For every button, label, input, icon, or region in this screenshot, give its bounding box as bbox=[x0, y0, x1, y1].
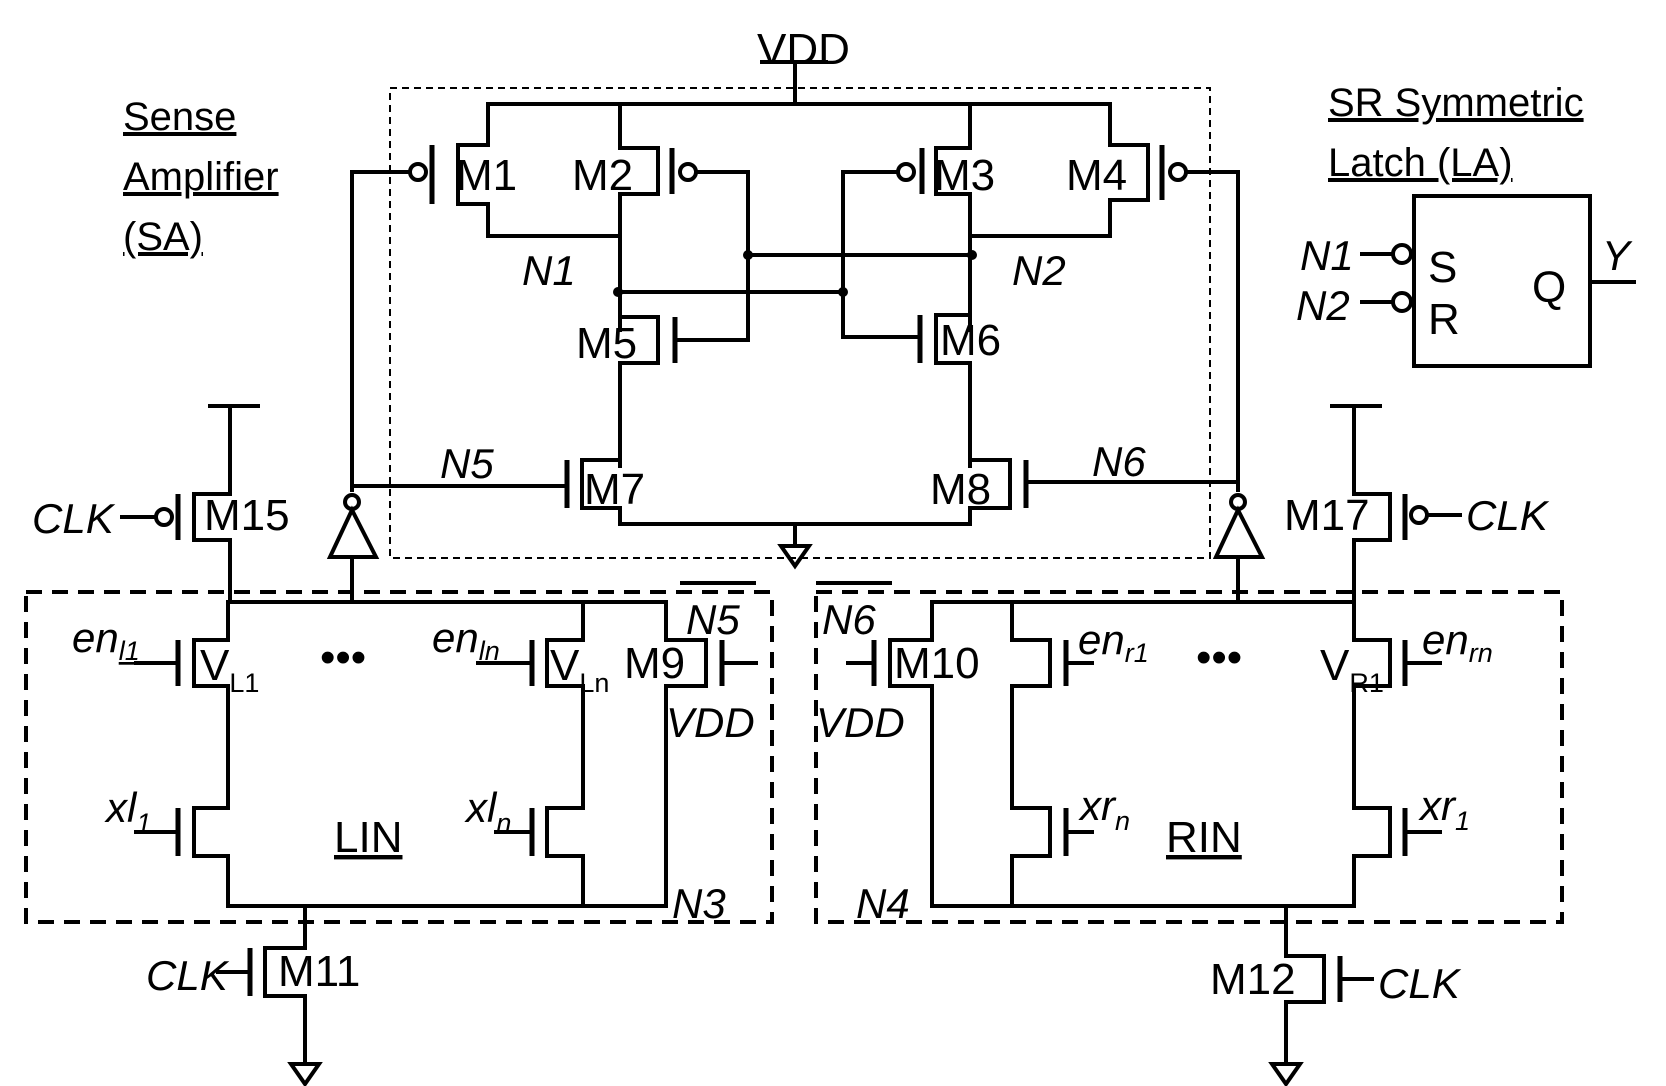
inverter-left bbox=[326, 493, 380, 604]
m3-label: M3 bbox=[934, 151, 995, 200]
transistor-m6: M6 bbox=[917, 313, 1001, 468]
xrn-label: xrn bbox=[1078, 782, 1130, 836]
transistor-m7: M7 bbox=[350, 418, 972, 526]
transistor-m9: M9 VDD N5 bbox=[624, 581, 758, 908]
m5-label: M5 bbox=[576, 319, 637, 368]
vl1-label: VL1 bbox=[200, 641, 259, 698]
m9-label: M9 bbox=[624, 639, 685, 688]
cross-coupling bbox=[613, 250, 977, 297]
vdd-m9-label: VDD bbox=[666, 699, 755, 746]
m12-label: M12 bbox=[1210, 955, 1296, 1004]
transistor-m1: M1 bbox=[350, 102, 622, 492]
sa-core-box bbox=[389, 87, 1211, 559]
transistor-m17: M17 CLK bbox=[1284, 404, 1550, 604]
m12-clk-label: CLK bbox=[1378, 960, 1462, 1007]
m17-clk-label: CLK bbox=[1466, 492, 1550, 539]
m15-clk-label: CLK bbox=[32, 495, 116, 542]
lin-ellipsis: ••• bbox=[320, 633, 366, 682]
transistor-m11: CLK M11 bbox=[146, 904, 360, 1086]
latch-n2-input: N2 bbox=[1296, 282, 1350, 329]
m1-label: M1 bbox=[456, 151, 517, 200]
n6bar-label: N6 bbox=[822, 596, 876, 643]
la-title-line1: SR Symmetric bbox=[1328, 81, 1584, 125]
m11-label: M11 bbox=[278, 947, 360, 996]
node-n1-label: N1 bbox=[522, 247, 576, 294]
xln-label: xln bbox=[464, 784, 511, 838]
en-ln-label: enln bbox=[432, 614, 500, 666]
en-rn-label: enrn bbox=[1422, 616, 1493, 668]
m11-clk-label: CLK bbox=[146, 952, 230, 999]
transistor-m10: M10 VDD N6 bbox=[816, 581, 980, 908]
lin-box bbox=[24, 590, 774, 924]
latch-q-label: Q bbox=[1532, 263, 1566, 312]
inverter-right bbox=[1212, 493, 1266, 604]
node-n5-label: N5 bbox=[440, 440, 494, 487]
lin-label: LIN bbox=[334, 813, 402, 862]
xl1-label: xl1 bbox=[104, 784, 151, 838]
lin-branch-n: enln VLn xln bbox=[432, 600, 609, 908]
vdd-m10-label: VDD bbox=[816, 699, 905, 746]
sa-ground bbox=[777, 522, 813, 570]
transistor-m8: M8 bbox=[930, 418, 1240, 526]
transistor-m3: M3 bbox=[841, 102, 995, 339]
transistor-m2: M2 bbox=[572, 102, 750, 342]
m2-label: M2 bbox=[572, 151, 633, 200]
la-title-line2: Latch (LA) bbox=[1328, 141, 1513, 185]
node-n2-label: N2 bbox=[1012, 247, 1066, 294]
latch-title: SR Symmetric Latch (LA) bbox=[1328, 81, 1584, 185]
rin-branch-1: enr1 xrn bbox=[1010, 600, 1149, 908]
sr-latch: N1 N2 S R Q Y bbox=[1296, 194, 1636, 368]
rin-box bbox=[814, 590, 1564, 924]
transistor-m5: M5 bbox=[576, 315, 678, 468]
m7-label: M7 bbox=[584, 465, 645, 514]
sa-title-line1: Sense bbox=[123, 95, 236, 139]
latch-r-label: R bbox=[1428, 295, 1460, 344]
node-n3-label: N3 bbox=[672, 880, 726, 927]
m8-label: M8 bbox=[930, 465, 991, 514]
node-n6-label: N6 bbox=[1092, 438, 1146, 485]
transistor-m15: CLK M15 bbox=[32, 404, 290, 604]
vln-label: VLn bbox=[550, 641, 609, 698]
rin-label: RIN bbox=[1166, 813, 1242, 862]
vdd-rail: VDD bbox=[486, 25, 1112, 106]
en-r1-label: enr1 bbox=[1078, 616, 1149, 668]
sa-title-line2: Amplifier bbox=[123, 155, 279, 199]
m17-label: M17 bbox=[1284, 491, 1370, 540]
m6-label: M6 bbox=[940, 316, 1001, 365]
transistor-m12: M12 CLK bbox=[1210, 904, 1462, 1086]
latch-s-label: S bbox=[1428, 243, 1457, 292]
vr1-label: VR1 bbox=[1320, 641, 1384, 698]
latch-n1-input: N1 bbox=[1300, 232, 1354, 279]
transistor-m4: M4 bbox=[968, 102, 1240, 492]
m4-label: M4 bbox=[1066, 151, 1127, 200]
rin-ellipsis: ••• bbox=[1196, 633, 1242, 682]
sense-amplifier-title: Sense Amplifier (SA) bbox=[123, 95, 279, 259]
node-n4-label: N4 bbox=[856, 880, 910, 927]
m10-label: M10 bbox=[894, 639, 980, 688]
m15-label: M15 bbox=[204, 491, 290, 540]
en-l1-label: enl1 bbox=[72, 614, 140, 666]
xr1-label: xr1 bbox=[1418, 782, 1470, 836]
rin-branch-n: VR1 enrn xr1 bbox=[1320, 600, 1493, 908]
sa-title-line3: (SA) bbox=[123, 215, 203, 259]
lin-branch-1: enl1 VL1 xl1 bbox=[72, 600, 259, 908]
latch-y-output: Y bbox=[1602, 232, 1633, 279]
n5bar-label: N5 bbox=[686, 596, 740, 643]
vdd-top-label: VDD bbox=[757, 25, 850, 74]
